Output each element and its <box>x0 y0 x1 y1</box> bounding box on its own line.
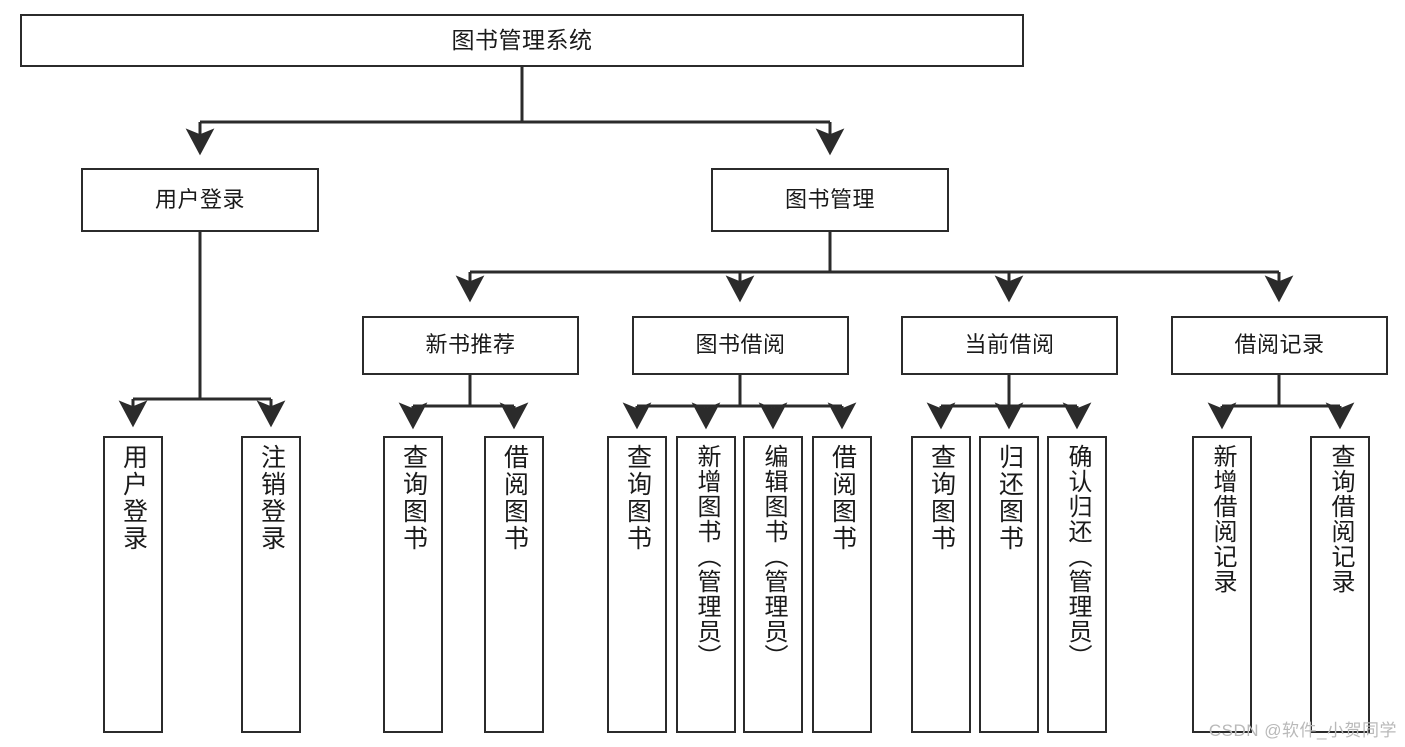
node-leaf-query-borrow-record[interactable]: 查询借阅记录 <box>1310 436 1370 733</box>
node-borrow-record[interactable]: 借阅记录 <box>1171 316 1388 375</box>
node-leaf-add-borrow-record[interactable]: 新增借阅记录 <box>1192 436 1252 733</box>
node-leaf-query-book-2[interactable]: 查询图书 <box>607 436 667 733</box>
node-leaf-user-login[interactable]: 用户登录 <box>103 436 163 733</box>
node-current-borrow-label: 当前借阅 <box>964 332 1055 358</box>
node-user-login-label: 用户登录 <box>154 186 245 212</box>
node-leaf-user-login-label: 用户登录 <box>119 444 148 552</box>
node-leaf-logout-login[interactable]: 注销登录 <box>241 436 301 733</box>
node-leaf-query-book-1[interactable]: 查询图书 <box>383 436 443 733</box>
node-book-borrow[interactable]: 图书借阅 <box>632 316 849 375</box>
node-borrow-record-label: 借阅记录 <box>1234 332 1325 358</box>
node-leaf-add-book[interactable]: 新增图书（管理员） <box>676 436 736 733</box>
node-leaf-edit-book[interactable]: 编辑图书（管理员） <box>743 436 803 733</box>
watermark: CSDN @软件_小贺同学 <box>1208 721 1397 740</box>
node-leaf-query-borrow-record-label: 查询借阅记录 <box>1327 444 1354 594</box>
node-new-book-recommend[interactable]: 新书推荐 <box>362 316 579 375</box>
node-leaf-add-borrow-record-label: 新增借阅记录 <box>1209 444 1236 594</box>
node-root[interactable]: 图书管理系统 <box>20 14 1024 67</box>
node-leaf-query-book-3[interactable]: 查询图书 <box>911 436 971 733</box>
node-book-borrow-label: 图书借阅 <box>695 332 786 358</box>
node-leaf-borrow-book-2[interactable]: 借阅图书 <box>812 436 872 733</box>
node-leaf-return-book-label: 归还图书 <box>995 444 1024 552</box>
node-leaf-query-book-2-label: 查询图书 <box>623 444 652 552</box>
node-leaf-query-book-3-label: 查询图书 <box>927 444 956 552</box>
node-book-manage-label: 图书管理 <box>784 186 875 212</box>
node-leaf-edit-book-label: 编辑图书（管理员） <box>760 444 787 669</box>
node-leaf-return-book[interactable]: 归还图书 <box>979 436 1039 733</box>
node-leaf-borrow-book-2-label: 借阅图书 <box>828 444 857 552</box>
node-user-login[interactable]: 用户登录 <box>81 168 319 232</box>
node-leaf-add-book-label: 新增图书（管理员） <box>693 444 720 669</box>
node-leaf-logout-login-label: 注销登录 <box>257 444 286 552</box>
node-leaf-borrow-book-1[interactable]: 借阅图书 <box>484 436 544 733</box>
node-root-label: 图书管理系统 <box>451 26 593 53</box>
node-current-borrow[interactable]: 当前借阅 <box>901 316 1118 375</box>
node-new-book-recommend-label: 新书推荐 <box>425 332 516 358</box>
node-leaf-confirm-return[interactable]: 确认归还（管理员） <box>1047 436 1107 733</box>
node-leaf-confirm-return-label: 确认归还（管理员） <box>1064 444 1091 669</box>
node-leaf-query-book-1-label: 查询图书 <box>399 444 428 552</box>
node-leaf-borrow-book-1-label: 借阅图书 <box>500 444 529 552</box>
node-book-manage[interactable]: 图书管理 <box>711 168 949 232</box>
